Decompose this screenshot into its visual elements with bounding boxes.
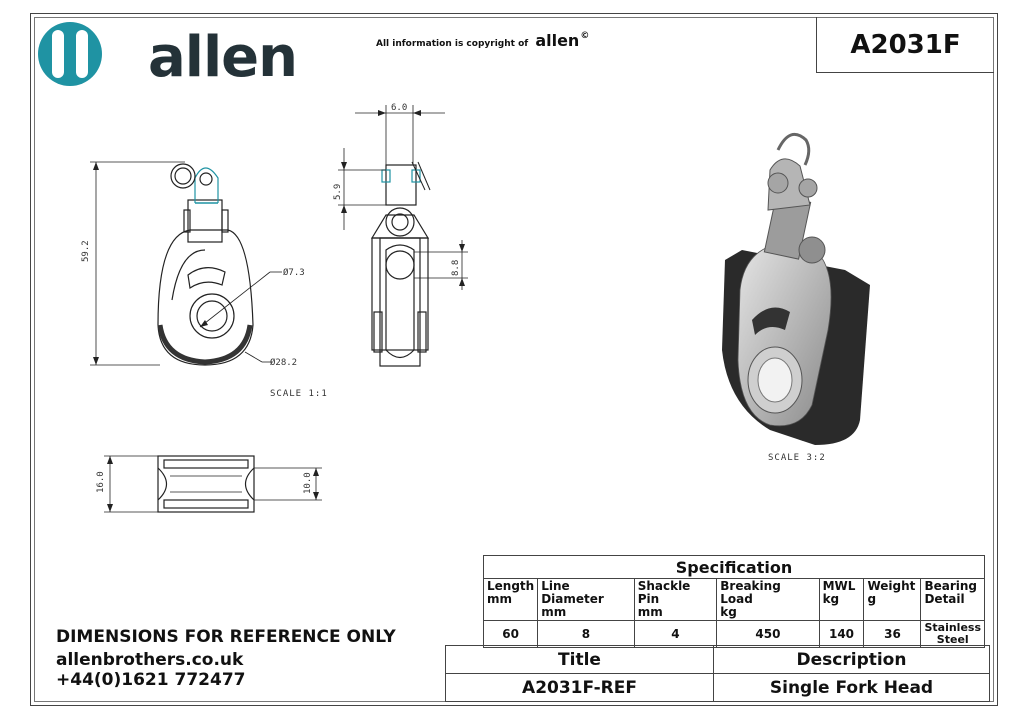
front-view-shackle-ring-inner	[174, 167, 192, 185]
dim-width-top: 6.0	[391, 103, 407, 113]
front-view-hub	[189, 293, 235, 339]
spec-value-line-diameter: 8	[537, 620, 635, 648]
title-label-cell: Title	[446, 646, 714, 674]
front-view-head	[187, 199, 223, 243]
side-view	[338, 105, 468, 367]
front-view-line-slot	[187, 267, 226, 290]
allen-logo: allen	[36, 20, 298, 88]
dim-groove-width: 10.0	[303, 472, 313, 494]
copyright-text: All information is copyright of	[376, 39, 529, 49]
front-view-shackle-pin	[199, 172, 213, 186]
front-view-head-tab-right	[221, 209, 229, 233]
front-view-shackle-ring	[170, 163, 196, 189]
copyright-notice: All information is copyright of allen©	[376, 31, 589, 50]
side-view-head-taper	[370, 214, 430, 239]
dim-head-height: 8.8	[451, 260, 461, 276]
scale-front-label: SCALE 1:1	[270, 389, 328, 399]
front-view-bearing-hole	[196, 300, 228, 332]
copyright-brand: allen	[535, 31, 580, 50]
iso-shackle-ring	[776, 132, 811, 166]
iso-hub-hole	[757, 357, 793, 403]
phone-number: +44(0)1621 772477	[56, 670, 246, 690]
side-view-groove	[385, 244, 415, 359]
front-view	[90, 161, 282, 366]
part-number-box: A2031F	[816, 17, 994, 73]
title-block: Title Description A2031F-REF Single Fork…	[445, 645, 990, 702]
dim-shackle-height: 5.9	[333, 184, 343, 200]
reference-disclaimer: DIMENSIONS FOR REFERENCE ONLY	[56, 627, 396, 647]
title-value: A2031F-REF	[522, 677, 637, 698]
title-value-cell: A2031F-REF	[446, 674, 714, 701]
title-label: Title	[558, 649, 601, 670]
description-label: Description	[796, 649, 907, 670]
front-view-outline	[157, 229, 254, 366]
dim-sheave-diameter: Ø28.2	[270, 357, 297, 368]
front-view-sheave-edge	[157, 324, 253, 365]
dim-height: 59.2	[81, 240, 91, 262]
bottom-view-outline	[157, 455, 255, 513]
side-view-sheave	[379, 237, 421, 367]
dim-sheave-width: 16.0	[96, 471, 106, 493]
bottom-view-groove-right	[244, 467, 255, 501]
side-view-shackle	[385, 164, 417, 206]
description-value: Single Fork Head	[769, 677, 934, 698]
spec-value-breaking-load: 450	[716, 620, 820, 648]
spec-value-mwl: 140	[818, 620, 865, 648]
allen-logo-icon	[38, 22, 102, 86]
spec-value-length: 60	[482, 620, 539, 648]
logo-wordmark: allen	[148, 25, 298, 90]
spec-value-weight: 36	[863, 620, 922, 648]
description-value-cell: Single Fork Head	[714, 674, 989, 701]
side-view-head-ring	[385, 207, 415, 237]
spec-value-shackle-pin: 4	[633, 620, 718, 648]
front-view-head-tab-left	[183, 209, 191, 233]
iso-shackle	[767, 158, 811, 211]
front-view-cheek-curve	[171, 249, 206, 301]
part-number: A2031F	[850, 29, 961, 60]
iso-head-boss	[798, 236, 826, 264]
spec-title: Specification	[483, 555, 985, 579]
drawing-frame-outer	[30, 13, 998, 706]
website-link[interactable]: allenbrothers.co.uk	[56, 650, 244, 670]
scale-iso-label: SCALE 3:2	[768, 453, 826, 463]
bottom-view	[104, 455, 322, 513]
dim-hole-diameter: Ø7.3	[283, 267, 305, 278]
copyright-symbol: ©	[580, 31, 590, 41]
bottom-view-groove-left	[157, 467, 168, 501]
iso-line-slot	[752, 307, 790, 335]
description-label-cell: Description	[714, 646, 989, 674]
isometric-view	[722, 132, 870, 445]
